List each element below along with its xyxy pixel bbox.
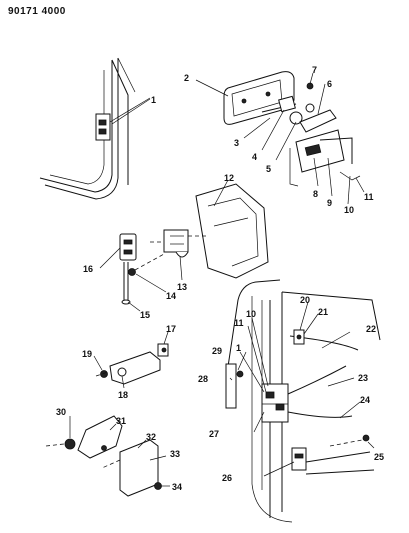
callout-11: 11 xyxy=(364,192,374,202)
callout-1: 1 xyxy=(151,95,156,105)
leader-lines xyxy=(69,72,375,487)
callout-5: 5 xyxy=(266,164,271,174)
callout-15: 15 xyxy=(140,310,150,320)
link-bracket xyxy=(95,343,169,385)
callout-20: 20 xyxy=(300,295,310,305)
callout-17: 17 xyxy=(166,324,176,334)
callout-10: 10 xyxy=(344,205,354,215)
callout-21: 21 xyxy=(318,307,328,317)
document-id: 90171 4000 xyxy=(8,6,66,17)
callout-18: 18 xyxy=(118,390,128,400)
callout-32: 32 xyxy=(146,432,156,442)
door-interior-view xyxy=(225,279,381,523)
callout-13: 13 xyxy=(177,282,187,292)
callout-1-lower: 1 xyxy=(236,343,241,353)
callout-14: 14 xyxy=(166,291,176,301)
mounting-plates xyxy=(45,415,162,497)
callout-23: 23 xyxy=(358,373,368,383)
callout-16: 16 xyxy=(83,264,93,274)
callout-24: 24 xyxy=(360,395,370,405)
callout-11-lower: 11 xyxy=(234,318,244,328)
callout-labels: 1 2 3 4 5 6 7 8 9 10 11 12 13 14 15 16 1… xyxy=(56,65,384,492)
callout-4: 4 xyxy=(252,152,257,162)
callout-28: 28 xyxy=(198,374,208,384)
callout-19: 19 xyxy=(82,349,92,359)
callout-29: 29 xyxy=(212,346,222,356)
callout-34: 34 xyxy=(172,482,182,492)
callout-25: 25 xyxy=(374,452,384,462)
door-frame-view xyxy=(39,57,151,200)
outside-handle-assembly xyxy=(223,71,361,187)
callout-2: 2 xyxy=(184,73,189,83)
inside-handle-housing xyxy=(119,183,269,305)
callout-30: 30 xyxy=(56,407,66,417)
callout-7: 7 xyxy=(312,65,317,75)
callout-27: 27 xyxy=(209,429,219,439)
callout-26: 26 xyxy=(222,473,232,483)
callout-22: 22 xyxy=(366,324,376,334)
callout-10-lower: 10 xyxy=(246,309,256,319)
callout-33: 33 xyxy=(170,449,180,459)
callout-12: 12 xyxy=(224,173,234,183)
callout-3: 3 xyxy=(234,138,239,148)
callout-9: 9 xyxy=(327,198,332,208)
callout-31: 31 xyxy=(116,416,126,426)
callout-6: 6 xyxy=(327,79,332,89)
callout-8: 8 xyxy=(313,189,318,199)
